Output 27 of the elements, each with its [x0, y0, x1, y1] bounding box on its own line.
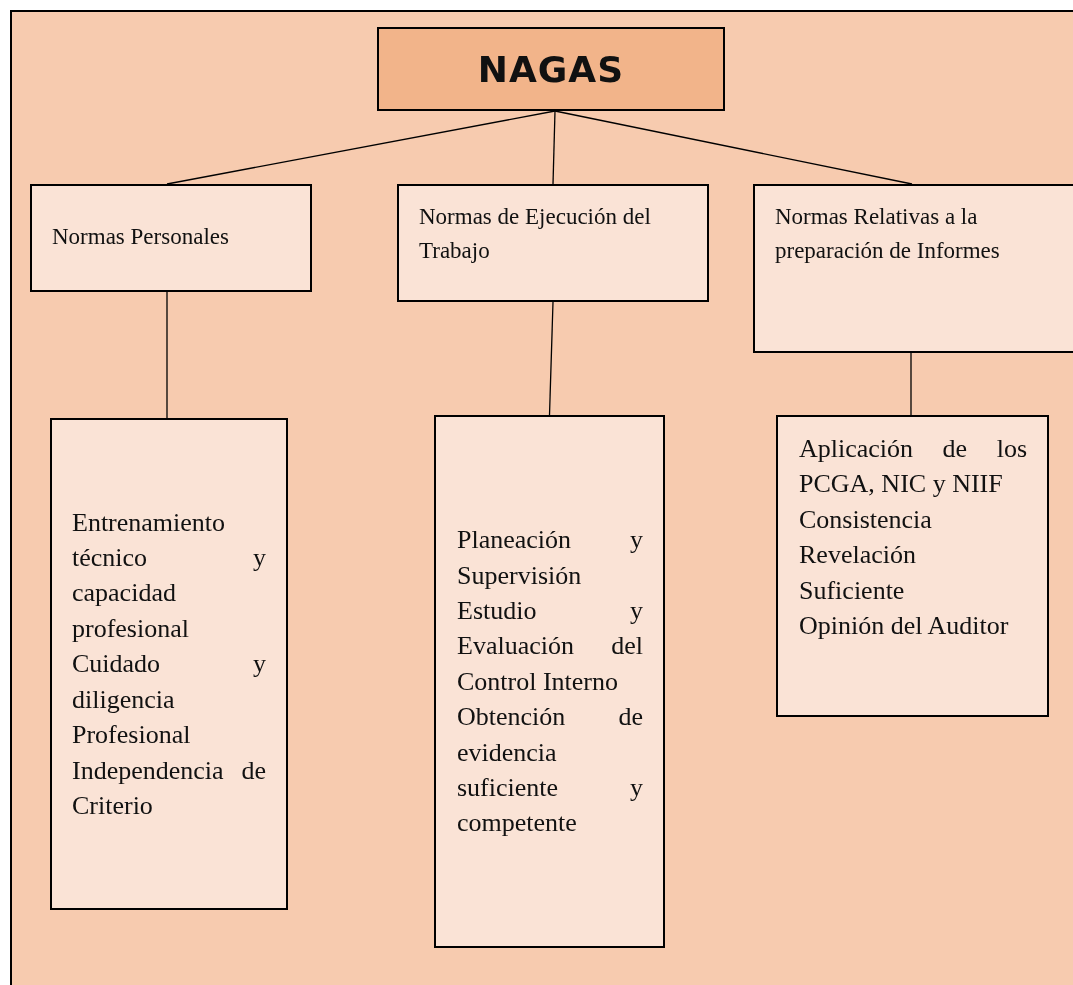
list-item: Estudio y Evaluación del Control Interno [457, 595, 643, 698]
list-item: Obtención de evidencia suficiente y competente [457, 701, 643, 840]
connector-line [166, 110, 556, 185]
title-text: NAGAS [477, 48, 625, 90]
list-item: Cuidado y diligencia Profesional [72, 648, 266, 752]
title-box [377, 27, 725, 111]
category-box [753, 184, 1073, 353]
category-label: Normas Personales [52, 223, 230, 251]
category-label: Normas de Ejecución del Trabajo [419, 203, 652, 265]
list-item: Revelación Suficiente [799, 539, 917, 607]
connector-line [552, 110, 556, 185]
connector-line [548, 301, 554, 416]
connector-line [554, 110, 913, 185]
list-box [776, 415, 1049, 717]
list-item: Independencia de Criterio [72, 754, 266, 822]
connector-line [166, 291, 168, 419]
list-box [50, 418, 288, 910]
list-item: Entrenamiento técnico y capacidad profesional [72, 506, 266, 645]
category-box [30, 184, 312, 292]
category-label: Normas Relativas a la preparación de Informes [775, 203, 1001, 265]
list-item: Consistencia [799, 503, 933, 536]
list-item: Opinión del Auditor [799, 610, 1010, 643]
list-item: Planeación y Supervisión [457, 524, 643, 592]
list-box [434, 415, 665, 948]
list-item: Aplicación de los PCGA, NIC y NIIF [799, 433, 1027, 501]
connector-line [910, 352, 912, 416]
category-box [397, 184, 709, 302]
